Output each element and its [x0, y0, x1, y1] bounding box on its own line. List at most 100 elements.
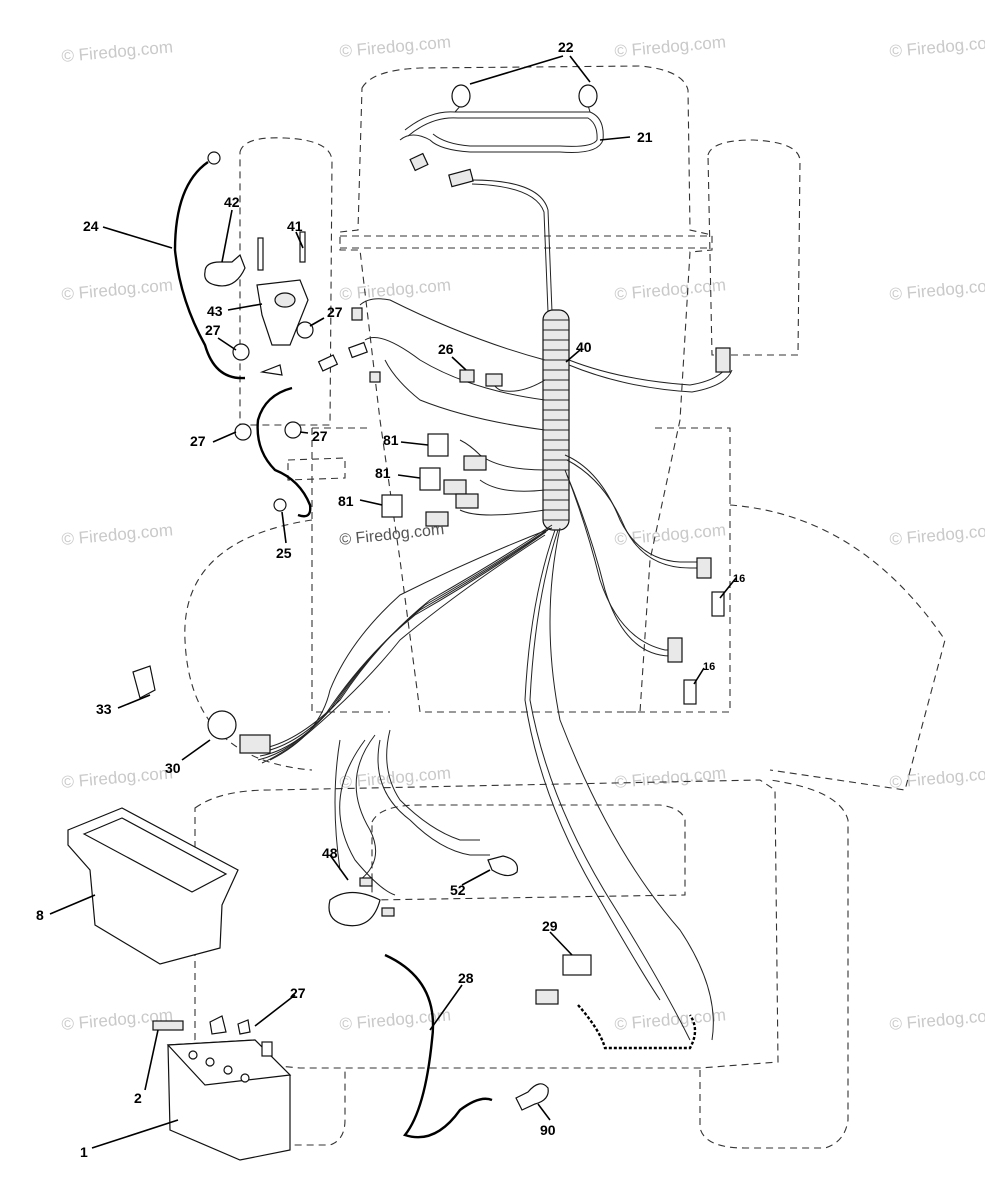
plug-29	[535, 989, 559, 1005]
watermark-text: © Firedog.com	[889, 275, 985, 304]
callout-16: 16	[703, 661, 715, 673]
relay-socket	[443, 479, 467, 495]
callout-90: 90	[540, 1122, 556, 1138]
left-front-wheel	[239, 137, 333, 426]
battery-cap	[223, 1065, 233, 1075]
watermark-text: © Firedog.com	[61, 763, 174, 792]
nut-27-b	[296, 321, 314, 339]
plug	[317, 354, 339, 372]
cables	[173, 161, 697, 1139]
callout-33: 33	[96, 701, 112, 717]
watermark-text: © Firedog.com	[614, 32, 727, 61]
watermark-text: © Firedog.com	[61, 520, 174, 549]
callout-22: 22	[558, 39, 574, 55]
dash-bracket	[287, 457, 346, 481]
watermark-text: © Firedog.com	[889, 520, 985, 549]
battery-cap	[240, 1073, 250, 1083]
callout-52: 52	[450, 882, 466, 898]
watermark-text: © Firedog.com	[614, 520, 727, 549]
bolt-2	[152, 1020, 184, 1031]
hood-outline	[339, 65, 713, 713]
callout-42: 42	[224, 194, 240, 210]
plug	[351, 307, 363, 321]
relay-81-top	[427, 433, 449, 457]
seat-frame	[194, 779, 779, 1069]
cable-25	[256, 386, 312, 518]
callout-25: 25	[276, 545, 292, 561]
battery-components	[67, 807, 292, 1161]
watermark-text: © Firedog.com	[339, 275, 452, 304]
ignition-plug	[239, 734, 271, 754]
watermark-text: © Firedog.com	[889, 1005, 985, 1034]
callout-41: 41	[287, 218, 303, 234]
coil-cable	[577, 1004, 697, 1050]
nut-27-d	[284, 421, 302, 439]
callout-24: 24	[83, 218, 99, 234]
seat-inner	[371, 804, 686, 901]
pto-connector	[715, 347, 731, 373]
boot-90	[515, 1083, 549, 1111]
headlight-bulb-right	[578, 84, 598, 108]
solenoid-body	[256, 279, 309, 346]
callout-81: 81	[338, 493, 354, 509]
callout-27: 27	[290, 985, 306, 1001]
harness-wire	[471, 183, 549, 313]
battery-cap	[188, 1050, 198, 1060]
cable-28	[384, 953, 493, 1139]
headlight-wire	[454, 94, 591, 113]
boot-42	[204, 253, 246, 287]
watermark-text: © Firedog.com	[61, 275, 174, 304]
callout-26: 26	[438, 341, 454, 357]
connector-48-b	[381, 907, 395, 917]
watermark-text: © Firedog.com	[61, 37, 174, 66]
switch-33	[132, 665, 156, 699]
right-front-wheel	[707, 139, 801, 356]
relay-socket	[463, 455, 487, 471]
connector-48-a	[359, 877, 373, 887]
callout-30: 30	[165, 760, 181, 776]
plug	[369, 371, 381, 383]
plug	[348, 341, 368, 359]
battery-tray-rim	[82, 817, 228, 893]
solenoid-assembly	[204, 151, 381, 512]
frame-right	[620, 427, 731, 713]
callout-27: 27	[327, 304, 343, 320]
relay-socket	[425, 511, 449, 527]
light-48	[328, 891, 381, 927]
relay-81-mid	[419, 467, 441, 491]
main-harness-loom	[542, 309, 570, 531]
watermark-text: © Firedog.com	[339, 763, 452, 792]
watermark-text: © Firedog.com	[339, 32, 452, 61]
headlight-harness	[399, 84, 604, 313]
frame-left	[311, 427, 390, 713]
leader-lines	[49, 55, 737, 1149]
switch-29	[562, 954, 592, 976]
headlight-wire	[399, 111, 604, 153]
callout-48: 48	[322, 845, 338, 861]
callout-29: 29	[542, 918, 558, 934]
watermark-text: © Firedog.com	[614, 275, 727, 304]
watermark-text: © Firedog.com	[614, 1005, 727, 1034]
callout-27: 27	[190, 433, 206, 449]
terminal-ring-24	[207, 151, 221, 165]
connector-16-b-plug	[683, 679, 697, 705]
callout-27: 27	[312, 428, 328, 444]
callout-8: 8	[36, 907, 44, 923]
watermark-text: © Firedog.com	[889, 763, 985, 792]
headlight-connector	[409, 152, 429, 172]
battery-terminal	[261, 1041, 273, 1057]
callout-1: 1	[80, 1144, 88, 1160]
terminal-clip	[209, 1015, 227, 1035]
ignition-switch-30	[207, 710, 237, 740]
callout-27: 27	[205, 322, 221, 338]
wire-bundles	[257, 298, 733, 1041]
callout-21: 21	[637, 129, 653, 145]
callout-28: 28	[458, 970, 474, 986]
right-rear-wheel	[699, 779, 849, 1149]
nut-27-a	[232, 343, 250, 361]
watermark-text: © Firedog.com	[339, 1005, 452, 1034]
center-watermark: © Firedog.com	[339, 521, 445, 549]
connector-16-b	[667, 637, 683, 663]
front-axle	[340, 235, 712, 249]
watermark-text: © Firedog.com	[614, 763, 727, 792]
